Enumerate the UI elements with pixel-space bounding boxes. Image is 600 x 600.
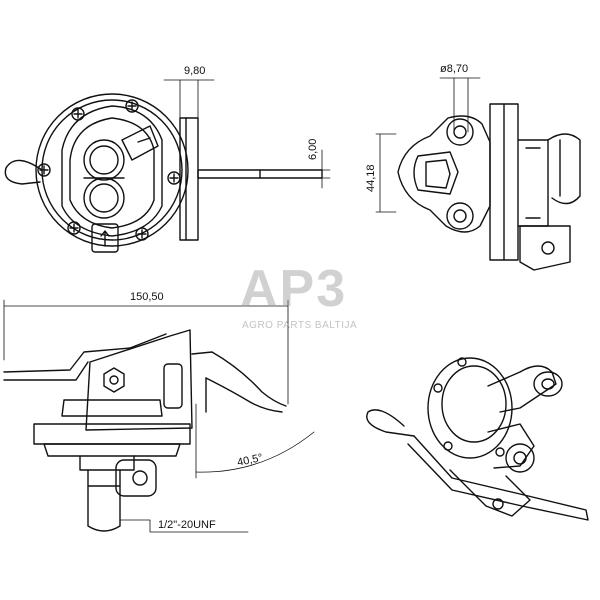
dim-thread: 1/2"-20UNF — [158, 519, 216, 531]
front-view — [4, 79, 331, 253]
right-view — [375, 77, 581, 271]
logo-tagline: AGRO PARTS BALTIJA — [242, 320, 357, 331]
side-view — [3, 299, 315, 533]
screw-icon — [135, 227, 149, 241]
screw-icon — [167, 171, 181, 185]
screw-icon — [125, 99, 139, 113]
dim-top-plate: 6,00 — [307, 139, 319, 160]
dim-right-height: 44,18 — [365, 164, 377, 192]
watermark-logo: AP3 AGRO PARTS BALTIJA — [240, 260, 357, 331]
dim-side-length: 150,50 — [130, 291, 164, 303]
screw-icon — [433, 383, 443, 393]
isometric-view — [366, 357, 589, 521]
dim-hole-diameter: ø8,70 — [440, 63, 468, 75]
screw-icon — [71, 107, 85, 121]
screw-icon — [37, 163, 51, 177]
screw-icon — [457, 357, 467, 367]
screw-icon — [443, 441, 453, 451]
dim-top-width: 9,80 — [184, 65, 205, 77]
logo-text: AP3 — [240, 260, 347, 318]
screw-icon — [495, 447, 505, 457]
dim-side-angle: 40,5° — [236, 452, 264, 469]
screw-icon — [67, 221, 81, 235]
hex-nut-icon — [103, 367, 125, 393]
dimension-labels: 9,80 6,00 ø8,70 44,18 150,50 40,5° 1/2"-… — [130, 63, 468, 531]
